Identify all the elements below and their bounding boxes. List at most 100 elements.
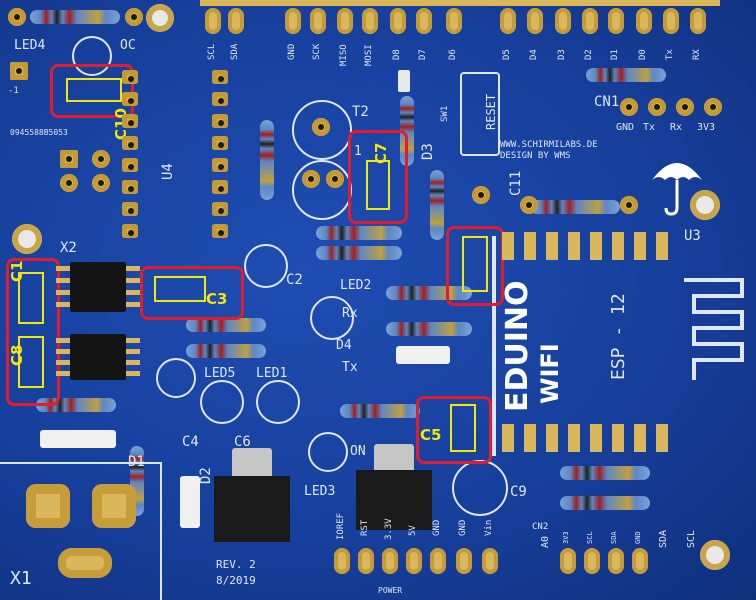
header-pin	[555, 8, 571, 34]
pad	[122, 114, 138, 128]
pad	[92, 174, 110, 192]
header-label: D8	[392, 49, 402, 60]
pad	[8, 8, 26, 26]
label-cn2: CN2	[532, 522, 549, 532]
header-pin	[636, 8, 652, 34]
analog-pin	[608, 548, 624, 574]
analog-sub-label: 3V3	[562, 531, 570, 544]
resistor	[560, 466, 650, 480]
pad	[620, 98, 638, 116]
pad	[472, 186, 490, 204]
header-label: Tx	[665, 49, 675, 60]
esp-pad	[568, 424, 580, 452]
pad	[676, 98, 694, 116]
header-pin	[527, 8, 543, 34]
power-pin	[382, 548, 398, 574]
power-pin-label: IOREF	[336, 512, 346, 540]
brand-wifi: WIFI	[536, 343, 564, 404]
power-pin	[430, 548, 446, 574]
header-label: D4	[529, 49, 539, 60]
diode-left	[40, 430, 116, 448]
chip-leg	[56, 349, 70, 354]
resistor	[316, 226, 402, 240]
pad	[122, 224, 138, 238]
header-pin	[582, 8, 598, 34]
date-text: 8/2019	[216, 574, 256, 587]
voltage-regulator	[214, 476, 290, 542]
website-text: WWW.SCHIRMILABS.DE	[500, 140, 598, 150]
power-pad	[26, 484, 70, 528]
transistor-outline	[292, 160, 352, 220]
pad	[122, 136, 138, 150]
label-c5: C5	[420, 426, 442, 444]
esp-pad	[634, 424, 646, 452]
header-label: MISO	[339, 44, 349, 66]
diode-d3	[398, 70, 410, 92]
analog-pin-label: SCL	[686, 529, 697, 548]
label-sw1: SW1	[440, 105, 450, 122]
resistor	[186, 318, 266, 332]
resistor	[260, 120, 274, 200]
header-label: SCL	[207, 43, 217, 60]
t2-outline	[292, 100, 352, 160]
chip-leg	[126, 290, 140, 295]
highlight-c3	[140, 266, 244, 320]
header-pin	[205, 8, 221, 34]
esp-pad	[612, 424, 624, 452]
mounting-hole	[690, 190, 720, 220]
c9-outline	[452, 460, 508, 516]
highlight-c2-esp	[446, 226, 504, 306]
power-pin	[456, 548, 472, 574]
mounting-hole	[700, 540, 730, 570]
header-label: D6	[448, 49, 458, 60]
analog-pin	[560, 548, 576, 574]
pad	[122, 92, 138, 106]
ic-chip	[70, 262, 126, 312]
power-pin-label: 5V	[408, 525, 418, 536]
brand-eduino: EDUINO	[500, 280, 535, 412]
pad	[60, 174, 78, 192]
label-led1: LED1	[256, 366, 288, 381]
label-d2: D2	[198, 467, 214, 484]
c1-pad	[18, 272, 44, 324]
pad	[122, 70, 138, 84]
c3-pad	[154, 276, 206, 302]
highlight-c7	[348, 130, 408, 224]
header-pin	[416, 8, 432, 34]
analog-sub-label: GND	[634, 531, 642, 544]
analog-pin	[584, 548, 600, 574]
diode-d2	[180, 476, 200, 528]
pad	[10, 62, 28, 80]
resistor	[586, 68, 666, 82]
label-c7: C7	[372, 142, 390, 164]
chip-leg	[126, 360, 140, 365]
cn1-pin-label: GND	[616, 122, 635, 133]
module-label: ESP - 12	[608, 293, 629, 380]
esp-pad	[524, 424, 536, 452]
pad	[212, 92, 228, 106]
pad	[212, 114, 228, 128]
header-label: GND	[287, 43, 297, 60]
label-d4: D4	[336, 338, 352, 353]
pad	[212, 180, 228, 194]
power-pin-label: RST	[360, 519, 370, 536]
header-label: D5	[502, 49, 512, 60]
cn1-pin-label: 3V3	[697, 122, 716, 133]
label-led5: LED5	[204, 366, 236, 381]
esp-pad	[656, 424, 668, 452]
capacitor-outline	[156, 358, 196, 398]
power-pin	[406, 548, 422, 574]
c8-pad	[18, 336, 44, 388]
label-u3: U3	[684, 228, 701, 244]
label-c11: C11	[508, 170, 524, 196]
chip-leg	[56, 302, 70, 307]
label-tx: Tx	[342, 360, 358, 375]
header-pin	[446, 8, 462, 34]
resistor	[386, 322, 472, 336]
highlight-c5	[416, 396, 492, 464]
label-minus-one: -1	[8, 86, 19, 96]
label-on: ON	[350, 444, 366, 459]
header-pin	[310, 8, 326, 34]
esp-pad	[568, 232, 580, 260]
label-c9: C9	[510, 484, 527, 500]
